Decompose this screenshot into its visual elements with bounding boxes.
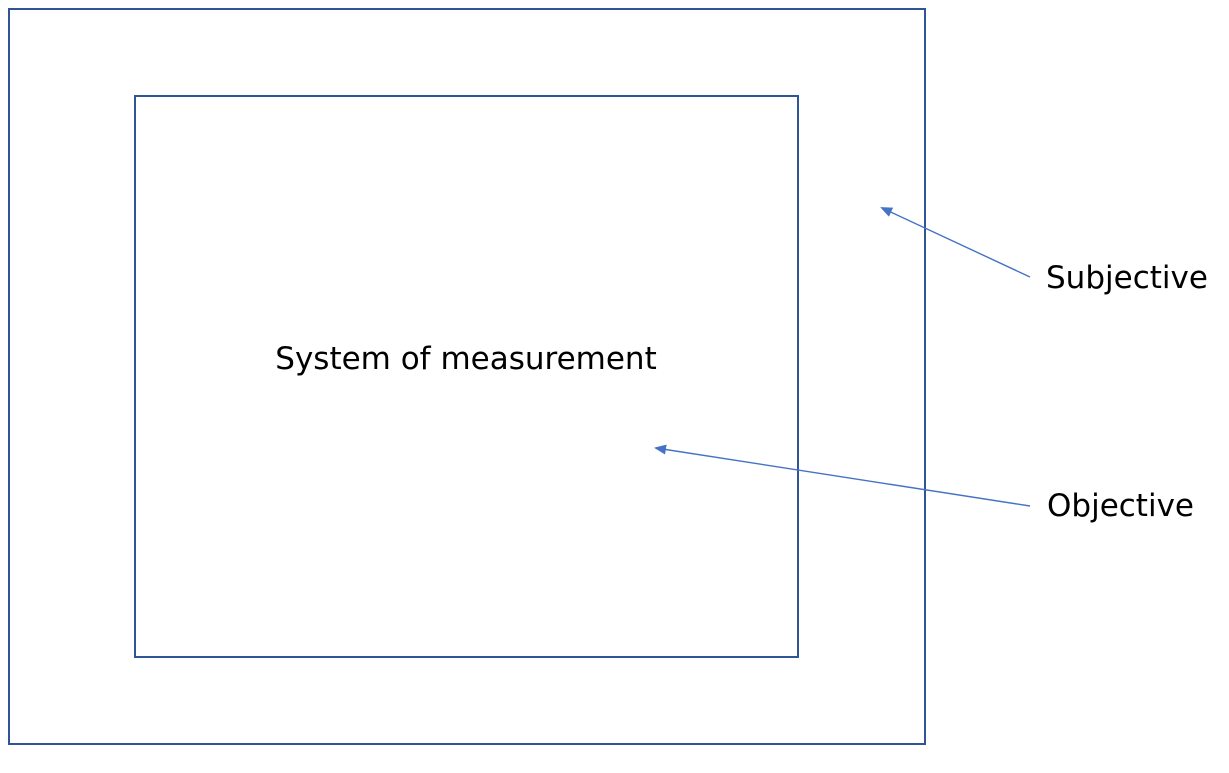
subjective-arrow — [880, 207, 1031, 278]
outer-box-subjective-region — [8, 8, 926, 745]
subjective-label: Subjective — [1046, 260, 1208, 296]
inner-box-system-of-measurement — [134, 95, 799, 658]
objective-label: Objective — [1047, 488, 1194, 524]
objective-arrow — [654, 444, 1031, 507]
inner-box-label: System of measurement — [275, 341, 656, 377]
